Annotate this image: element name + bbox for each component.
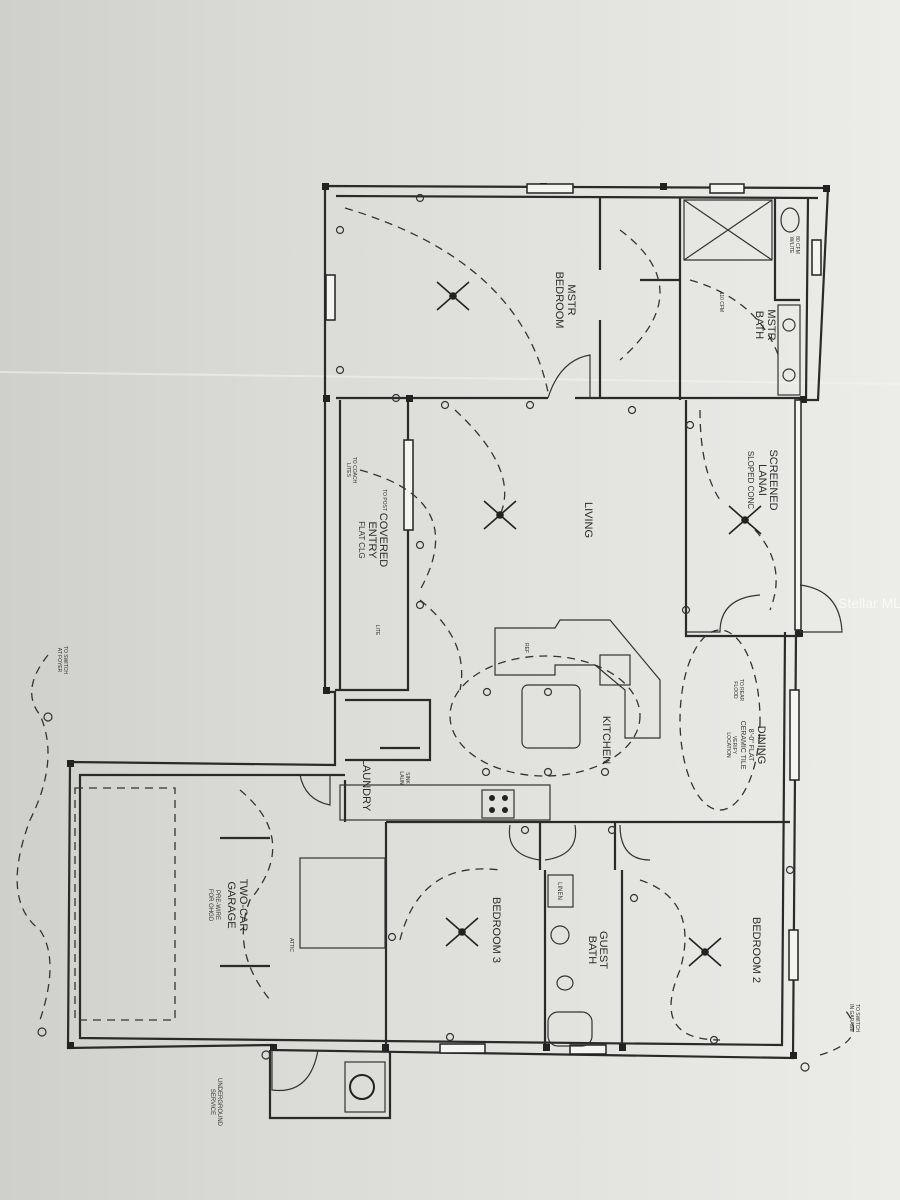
- svg-text:BEDROOM 2: BEDROOM 2: [750, 917, 762, 983]
- svg-text:FLOOD: FLOOD: [732, 681, 738, 699]
- label-bedroom-3: BEDROOM 3: [490, 897, 502, 963]
- svg-text:IN GARAGE: IN GARAGE: [848, 1004, 854, 1032]
- ac-unit: [344, 1061, 386, 1113]
- svg-text:BEDROOM 3: BEDROOM 3: [490, 897, 502, 963]
- svg-text:110 CFM: 110 CFM: [718, 292, 724, 312]
- linen-closet: [547, 874, 574, 908]
- svg-text:MSTR: MSTR: [765, 309, 777, 340]
- guest-toilet: [556, 975, 574, 991]
- kitchen-sink: [599, 654, 631, 686]
- svg-text:80 CFM: 80 CFM: [794, 236, 800, 254]
- ceiling-fan-icon: [483, 500, 517, 530]
- label-laundry: LAUNDRY: [360, 759, 372, 812]
- svg-text:MSTR: MSTR: [565, 284, 577, 315]
- svg-text:GARAGE: GARAGE: [225, 881, 237, 928]
- ac-fan-icon: [349, 1074, 375, 1100]
- paper-fold: [0, 371, 900, 385]
- svg-text:KITCHEN: KITCHEN: [600, 716, 612, 764]
- svg-text:TO COACH: TO COACH: [351, 457, 357, 484]
- fixtures: [74, 199, 801, 1113]
- kitchen-counter: [494, 619, 661, 739]
- laundry-counter: [339, 784, 551, 821]
- svg-text:BEDROOM: BEDROOM: [553, 272, 565, 329]
- svg-text:ATTIC: ATTIC: [288, 938, 294, 952]
- svg-text:LAUNDRY: LAUNDRY: [360, 759, 372, 812]
- svg-text:TO POST: TO POST: [381, 489, 387, 511]
- kitchen-island: [521, 684, 581, 749]
- master-toilet: [780, 207, 800, 233]
- svg-text:SCREENED: SCREENED: [767, 449, 779, 510]
- outlet-icons: [37, 193, 810, 1072]
- label-kitchen: KITCHEN: [600, 716, 612, 764]
- watermark: Stellar MLS: [838, 595, 900, 611]
- exterior-walls: [66, 184, 830, 1120]
- doors: [271, 354, 843, 1092]
- svg-text:CERAMIC TILE: CERAMIC TILE: [739, 721, 746, 770]
- svg-text:ENTRY: ENTRY: [366, 521, 378, 559]
- vanity: [777, 304, 801, 396]
- svg-text:TO SWITCH: TO SWITCH: [62, 646, 68, 674]
- svg-text:LIVING: LIVING: [582, 502, 594, 538]
- svg-text:SERVICE: SERVICE: [209, 1089, 215, 1115]
- svg-text:W/LITE: W/LITE: [788, 237, 794, 254]
- svg-text:PRE-WIRE: PRE-WIRE: [214, 890, 220, 920]
- svg-text:LOCATION: LOCATION: [725, 732, 731, 758]
- svg-text:REF: REF: [523, 643, 529, 653]
- svg-text:TO SWITCH: TO SWITCH: [854, 1004, 860, 1032]
- svg-text:FOR OHGD: FOR OHGD: [207, 889, 213, 922]
- svg-text:SINK: SINK: [404, 772, 410, 784]
- shower: [683, 199, 773, 261]
- label-linen: LINEN: [556, 882, 562, 900]
- garage-door-tracks: [220, 836, 270, 968]
- svg-text:AT FOYER: AT FOYER: [56, 648, 62, 673]
- svg-text:BATH: BATH: [586, 936, 598, 965]
- svg-text:BATH: BATH: [753, 311, 765, 340]
- svg-text:TWO-CAR: TWO-CAR: [237, 879, 249, 932]
- guest-sink: [550, 925, 570, 945]
- ceiling-fan-icons: [436, 281, 762, 967]
- svg-text:UNDERGROUND: UNDERGROUND: [216, 1078, 222, 1127]
- svg-text:DINING: DINING: [755, 726, 767, 765]
- switch-circuits: [16, 207, 854, 1056]
- bathtub: [547, 1011, 593, 1047]
- svg-text:FLAT CLG: FLAT CLG: [357, 521, 366, 559]
- svg-text:LITE: LITE: [374, 625, 380, 636]
- svg-text:LAUN: LAUN: [398, 771, 404, 785]
- ceiling-fan-icon: [688, 937, 722, 967]
- svg-text:COVERED: COVERED: [377, 513, 389, 567]
- ceiling-fan-icon: [445, 917, 479, 947]
- ceiling-fan-icon: [436, 281, 470, 311]
- interior-walls: [335, 198, 800, 1048]
- svg-text:LITES: LITES: [345, 463, 351, 478]
- svg-text:GUEST: GUEST: [597, 931, 609, 969]
- svg-text:8'-0" FLAT: 8'-0" FLAT: [747, 729, 754, 762]
- parking-space: [74, 787, 176, 1021]
- range: [481, 789, 515, 819]
- garage-bench: [299, 857, 386, 949]
- label-bedroom-2: BEDROOM 2: [750, 917, 762, 983]
- wall-posts: [67, 183, 830, 1059]
- svg-text:LINEN: LINEN: [556, 882, 562, 900]
- label-living: LIVING: [582, 502, 594, 538]
- svg-text:TO REAR: TO REAR: [738, 679, 744, 702]
- svg-text:SLOPED CONC: SLOPED CONC: [746, 451, 755, 509]
- svg-text:LANAI: LANAI: [756, 464, 768, 496]
- ceiling-fan-icon: [728, 505, 762, 535]
- svg-text:VERIFY: VERIFY: [731, 736, 737, 755]
- windows: [325, 183, 822, 1055]
